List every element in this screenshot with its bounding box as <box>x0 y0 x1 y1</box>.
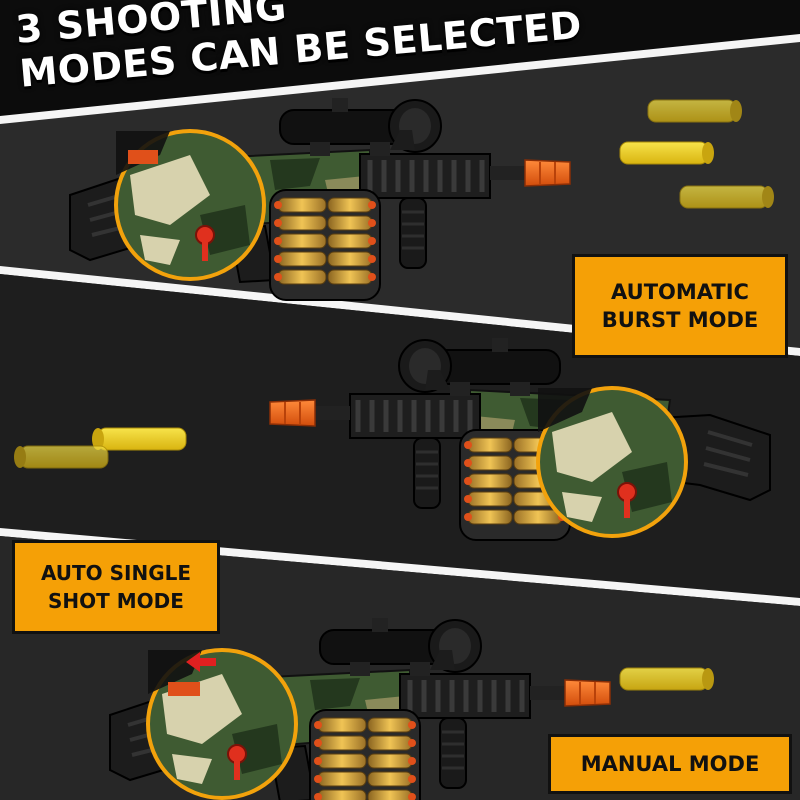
dart-1c <box>679 185 775 209</box>
label-auto-single-shot-mode: AUTO SINGLE SHOT MODE <box>12 540 220 634</box>
label-2-line1: AUTO SINGLE <box>40 561 192 585</box>
zoom-selector-2 <box>536 386 688 538</box>
dart-2b <box>13 445 109 469</box>
dart-2a <box>91 427 187 451</box>
zoom-selector-1 <box>114 129 266 281</box>
label-automatic-burst-mode: AUTOMATIC BURST MODE <box>572 254 788 358</box>
label-manual-mode: MANUAL MODE <box>548 734 792 794</box>
dart-1a <box>647 99 743 123</box>
dart-3 <box>619 667 715 691</box>
label-2-line2: SHOT MODE <box>48 589 184 613</box>
arrow-left-icon <box>186 652 216 672</box>
zoom-selector-3 <box>146 648 298 800</box>
label-3-line1: MANUAL MODE <box>580 752 760 776</box>
dart-1b <box>619 141 715 165</box>
label-1-line2: BURST MODE <box>601 308 759 332</box>
label-1-line1: AUTOMATIC <box>611 280 749 304</box>
